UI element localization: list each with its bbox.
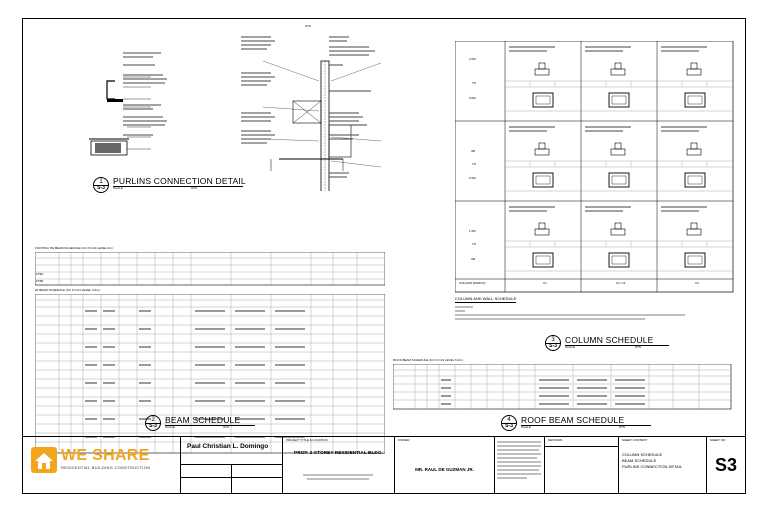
column-schedule-title: COLUMN SCHEDULE [565,335,669,346]
title-block-project-cell: PROJECT TITLE & LOCATION PROP. 2-STOREY … [283,437,395,493]
drawing-number-circle: 1 S-3 [93,177,109,193]
floor-beam-schedule-title: 2F BEAM SCHEDULE (CC F'c=21 LEVEL 3.0m) [35,288,100,292]
column-mark-header: COLUMN MARK(S) [459,281,486,285]
title-block-notes-cell [495,437,545,493]
roof-beam-schedule-title-small: ROOF BEAM SCHEDULE (CC F'c=21 LEVEL 6.0m… [393,358,463,362]
sheet-number: S3 [714,455,738,475]
purlin-notes-left [123,52,167,136]
column-level-label: TO [472,242,477,246]
beam-scale-value: NTS [223,425,229,429]
column-level-label: 1.5M [469,229,476,233]
drawing-number: 1 [99,179,103,185]
company-name: WE SHARE [61,447,150,464]
beam-scale-label: SCALE [165,425,175,429]
company-subtitle: RESIDENTIAL BUILDING CONSTRUCTION [61,465,151,470]
drawing-sheet-ref: S-3 [549,343,557,349]
column-scale-value: NTS [635,345,641,349]
footing-tie-beam-table [35,252,385,286]
designer-name: Paul Christian L. Domingo [187,443,269,450]
sheet-content-label: SHEET CONTENT [622,438,648,442]
purlin-notes-right [329,36,375,178]
drawing-sheet-ref: S-3 [97,185,105,191]
drawing-sheet-ref: S-3 [505,423,513,429]
column-level-label: TO [472,81,477,85]
company-logo-icon [31,447,57,473]
column-scale-label: SCALE [565,345,575,349]
title-block-sheet-no-cell: SHEET NO. S3 [707,437,745,493]
purlins-scale-value: NTS [191,186,197,190]
drawing-number: 4 [507,417,511,423]
drawing-number-circle: 3 S-3 [545,335,561,351]
purlins-title: PURLINS CONNECTION DETAIL [113,176,246,187]
column-level-label: 2.5M [469,176,476,180]
roof-beam-scale-label: SCALE [521,425,531,429]
column-notes [455,306,685,320]
purlins-scale-label: SCALE [113,186,123,190]
title-block-owner-cell: OWNER MR. RAUL DE GUZMAN JR. [395,437,495,493]
drawing-number-circle: 4 S-3 [501,415,517,431]
purlin-notes-center [241,36,275,144]
title-block-revision-cell: REVISION [545,437,619,493]
beam-mark-ftb2: FTB2 [36,279,44,283]
title-block: WE SHARE RESIDENTIAL BUILDING CONSTRUCTI… [23,436,745,493]
owner-label: OWNER [398,438,410,442]
column-schedule-table [455,41,734,293]
column-mark-c4: C4 [695,281,699,285]
drawing-number: 3 [551,337,555,343]
beam-schedule-title: BEAM SCHEDULE [165,415,255,426]
revision-label: REVISION [548,438,563,442]
project-title: PROP. 2-STOREY RESIDENTIAL BLDG. [294,451,383,456]
column-wall-schedule-title: COLUMN AND WALL SCHEDULE [455,296,517,303]
project-label: PROJECT TITLE & LOCATION [286,438,328,442]
owner-name: MR. RAUL DE GUZMAN JR. [415,467,474,472]
column-mark-c1: C1 [543,281,547,285]
floor-beam-table [35,294,385,454]
sheet-content-item: BEAM SCHEDULE [622,458,657,463]
drawing-sheet: NTS 1 S-3 PURLINS CONNECTION DETAIL SCAL… [22,18,746,494]
drawing-number: 2 [151,417,155,423]
column-level-label: 0.0M [469,96,476,100]
detail-nts-label: NTS [305,24,311,28]
roof-beam-schedule-title: ROOF BEAM SCHEDULE [521,415,651,426]
drawing-sheet-ref: S-3 [149,423,157,429]
sheet-content-item: COLUMN SCHEDULE [622,452,663,457]
sheet-no-label: SHEET NO. [710,438,727,442]
footing-tie-schedule-title: FOOTING TIE BEAM SCHEDULE (CC F'c=21 LEV… [35,246,113,250]
drawing-number-circle: 2 S-3 [145,415,161,431]
roof-beam-table [393,364,732,410]
column-level-label: 3M [471,149,476,153]
sheet-content-item: PURLINS CONNECTION DETAIL [622,464,683,469]
column-level-label: TO [472,162,477,166]
roof-beam-scale-value: NTS [619,425,625,429]
column-mark-c2-c3: C2, C3 [616,281,626,285]
title-block-sheet-content-cell: SHEET CONTENT COLUMN SCHEDULE BEAM SCHED… [619,437,707,493]
beam-mark-ftb1: FTB1 [36,272,44,276]
title-block-designer-cell: Paul Christian L. Domingo [181,437,283,493]
column-level-label: 0M [471,257,476,261]
column-level-label: 2.0M [469,57,476,61]
title-block-logo-cell: WE SHARE RESIDENTIAL BUILDING CONSTRUCTI… [23,437,181,493]
